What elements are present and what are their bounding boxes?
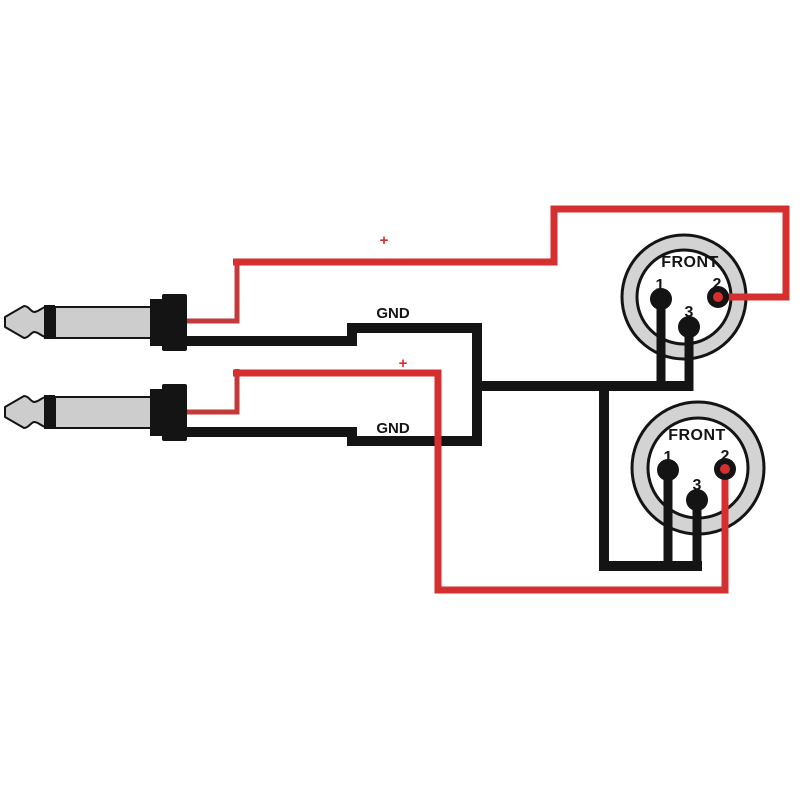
ground-wire-bottom-jack: [186, 427, 482, 446]
bottom-xlr-pin-3: [686, 489, 708, 511]
bottom-xlr-pin-1: [657, 459, 679, 481]
top-xlr-pin-1: [650, 288, 672, 310]
jack-housing: [162, 294, 187, 351]
jack-insulator-band: [44, 395, 55, 429]
gnd-label-top: GND: [376, 305, 410, 322]
xlr-pins: [650, 286, 736, 511]
positive-wires: [186, 205, 790, 594]
jack-insulator-band: [44, 305, 55, 339]
ground-wires: [186, 296, 702, 571]
pin-1-label: 1: [664, 449, 673, 466]
jack-collar: [150, 299, 164, 346]
jack-housing: [162, 384, 187, 441]
bottom-xlr-pin-2-red-core: [720, 464, 730, 474]
jack-sleeve: [54, 306, 153, 339]
pin-1-label: 1: [656, 277, 665, 294]
xlr-front-label: FRONT: [661, 254, 719, 271]
positive-wire-bottom: [233, 369, 729, 594]
ground-wire-top-jack: [186, 323, 482, 446]
pin-2-label: 2: [713, 276, 722, 293]
ts-jack-plug-top: [4, 294, 187, 351]
pin-3-label: 3: [685, 304, 694, 321]
jack-tip: [4, 395, 46, 429]
bottom-jack-tip-pigtail: [186, 369, 240, 415]
plus-label-bottom: +: [399, 355, 408, 372]
positive-wire-top: [233, 205, 790, 301]
xlr-front-label: FRONT: [668, 427, 726, 444]
jack-tip: [4, 305, 46, 339]
jack-collar: [150, 389, 164, 436]
pin-3-label: 3: [693, 477, 702, 494]
top-xlr-pin-2-red-core: [713, 292, 723, 302]
ts-jack-plug-bottom: [4, 384, 187, 441]
jack-sleeve: [54, 396, 153, 429]
top-xlr-pin-3: [678, 316, 700, 338]
wire-annotations: + + GND GND: [376, 232, 410, 437]
plus-label-top: +: [380, 232, 389, 249]
top-jack-tip-pigtail: [186, 259, 240, 324]
pin-2-label: 2: [721, 448, 730, 465]
gnd-label-bottom: GND: [376, 420, 410, 437]
